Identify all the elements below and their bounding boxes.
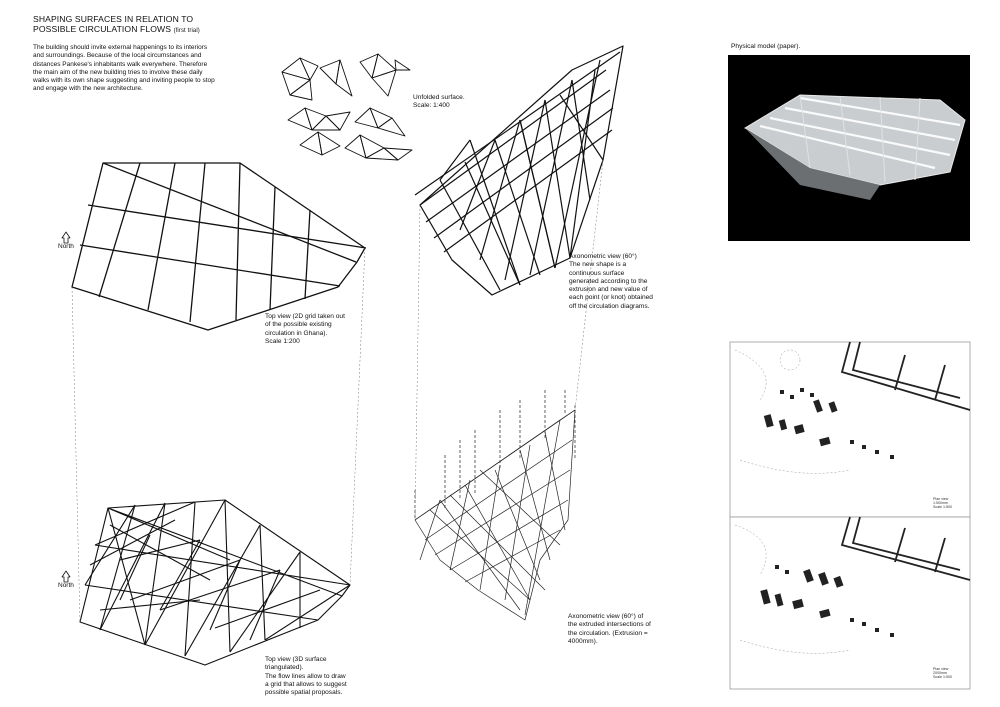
site-plan-2 [729, 516, 971, 690]
model-caption: Physical model (paper). [731, 43, 801, 50]
plan1-stamp: Plan view 1:500mm Scale 1:500 [933, 497, 952, 509]
axonometric-surface [414, 45, 624, 296]
page-title: SHAPING SURFACES IN RELATION TO POSSIBLE… [33, 14, 273, 36]
unfolded-surface [281, 53, 413, 161]
top-view-2d-caption: Top view (2D grid taken out of the possi… [265, 313, 345, 345]
site-plan-1 [729, 341, 971, 518]
intro-paragraph: The building should invite external happ… [33, 44, 215, 93]
north-arrow-top [61, 231, 71, 244]
north-label-bottom: North [58, 582, 74, 589]
unfolded-caption: Unfolded surface. Scale: 1:400 [413, 94, 465, 110]
top-view-3d-caption: Top view (3D surface triangulated). The … [265, 656, 347, 697]
axonometric-caption: Axonometric view (60°) The new shape is … [569, 253, 653, 310]
top-view-3d-triangulated [79, 499, 351, 666]
plan2-stamp: Plan view 2000mm Scale 1:500 [933, 667, 952, 679]
axonometric-extrusion-caption: Axonometric view (60°) of the extruded i… [568, 613, 651, 645]
north-label-top: North [58, 243, 74, 250]
top-view-2d-grid [71, 162, 367, 331]
projection-lines [71, 159, 604, 623]
title-note: (first trial) [173, 28, 200, 34]
title-line-2: POSSIBLE CIRCULATION FLOWS (first trial) [33, 24, 200, 34]
axonometric-extrusion [414, 390, 576, 621]
title-line-1: SHAPING SURFACES IN RELATION TO [33, 14, 194, 24]
physical-model-photo [728, 55, 970, 241]
north-arrow-bottom [61, 570, 71, 583]
